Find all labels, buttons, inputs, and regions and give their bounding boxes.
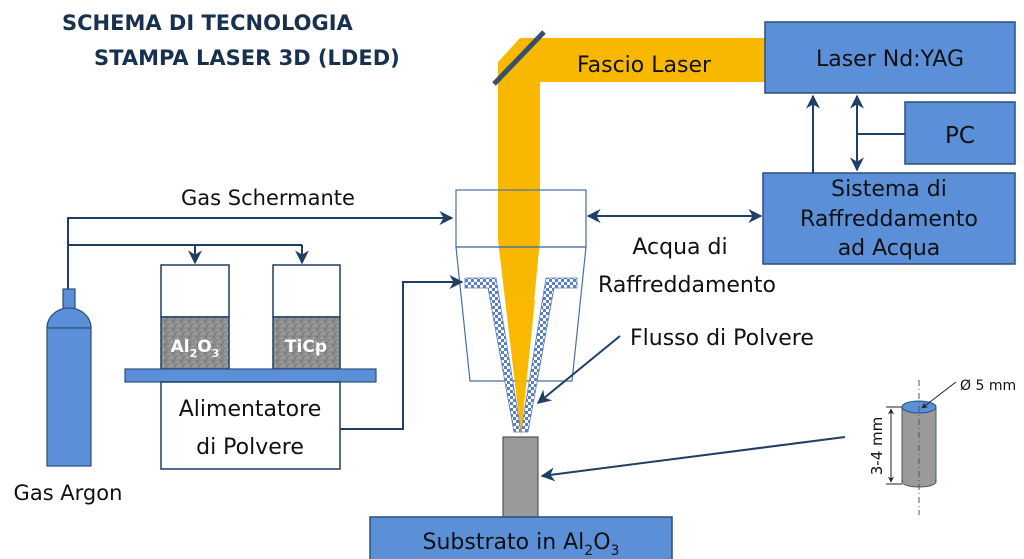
hopper-ticp-label: TiCp [285, 337, 327, 357]
pc-box[interactable]: PC [904, 101, 1016, 165]
laser-source-label: Laser Nd:YAG [816, 47, 964, 72]
powder-flow-label: Flusso di Polvere [630, 326, 814, 351]
title-line-1: SCHEMA DI TECNOLOGIA [62, 11, 354, 35]
powder-flow-arrow [536, 335, 621, 404]
hopper-shelf [124, 368, 377, 383]
cooling-system-line-3: ad Acqua [838, 236, 941, 261]
argon-label: Gas Argon [14, 481, 123, 505]
diameter-label: Ø 5 mm [960, 378, 1016, 394]
cooling-system-line-1: Sistema di [831, 177, 947, 202]
nozzle-head [455, 189, 587, 382]
shielding-gas-line [67, 211, 454, 290]
cooling-water-line-1: Acqua di [632, 235, 727, 260]
powder-feeder-line-1: Alimentatore [179, 397, 321, 422]
height-label: 3-4 mm [868, 417, 886, 476]
pc-label: PC [945, 123, 975, 149]
height-dimension [886, 406, 902, 485]
cooling-system-box[interactable]: Sistema di Raffreddamento ad Acqua [762, 172, 1016, 265]
sample-detail-arrow [540, 436, 846, 482]
powder-channel-left [464, 277, 522, 433]
hopper-al2o3-label: Al2O3 [171, 337, 220, 360]
cooling-system-line-2: Raffreddamento [800, 207, 978, 232]
deposited-sample [502, 436, 539, 518]
substrate-box: Substrato in Al2O3 [369, 516, 673, 559]
shielding-gas-label: Gas Schermante [181, 186, 355, 210]
powder-feeder-box[interactable]: Alimentatore di Polvere [160, 381, 341, 470]
laser-beam-label: Fascio Laser [577, 53, 712, 78]
substrate-label: Substrato in Al2O3 [423, 530, 620, 559]
hopper-al2o3: Al2O3 [160, 264, 230, 370]
powder-feeder-line-2: di Polvere [196, 435, 304, 460]
title-line-2: STAMPA LASER 3D (LDED) [94, 46, 400, 70]
sample-cylinder-icon [901, 380, 937, 515]
laser-source-box[interactable]: Laser Nd:YAG [764, 21, 1016, 94]
argon-bottle-icon [46, 288, 92, 467]
cooling-water-line-2: Raffreddamento [598, 273, 776, 298]
mirror-icon [492, 30, 546, 86]
hopper-ticp: TiCp [272, 264, 341, 370]
powder-channel-right [520, 277, 578, 433]
diameter-arrow [921, 381, 957, 409]
feeder-to-nozzle-line [340, 275, 464, 430]
